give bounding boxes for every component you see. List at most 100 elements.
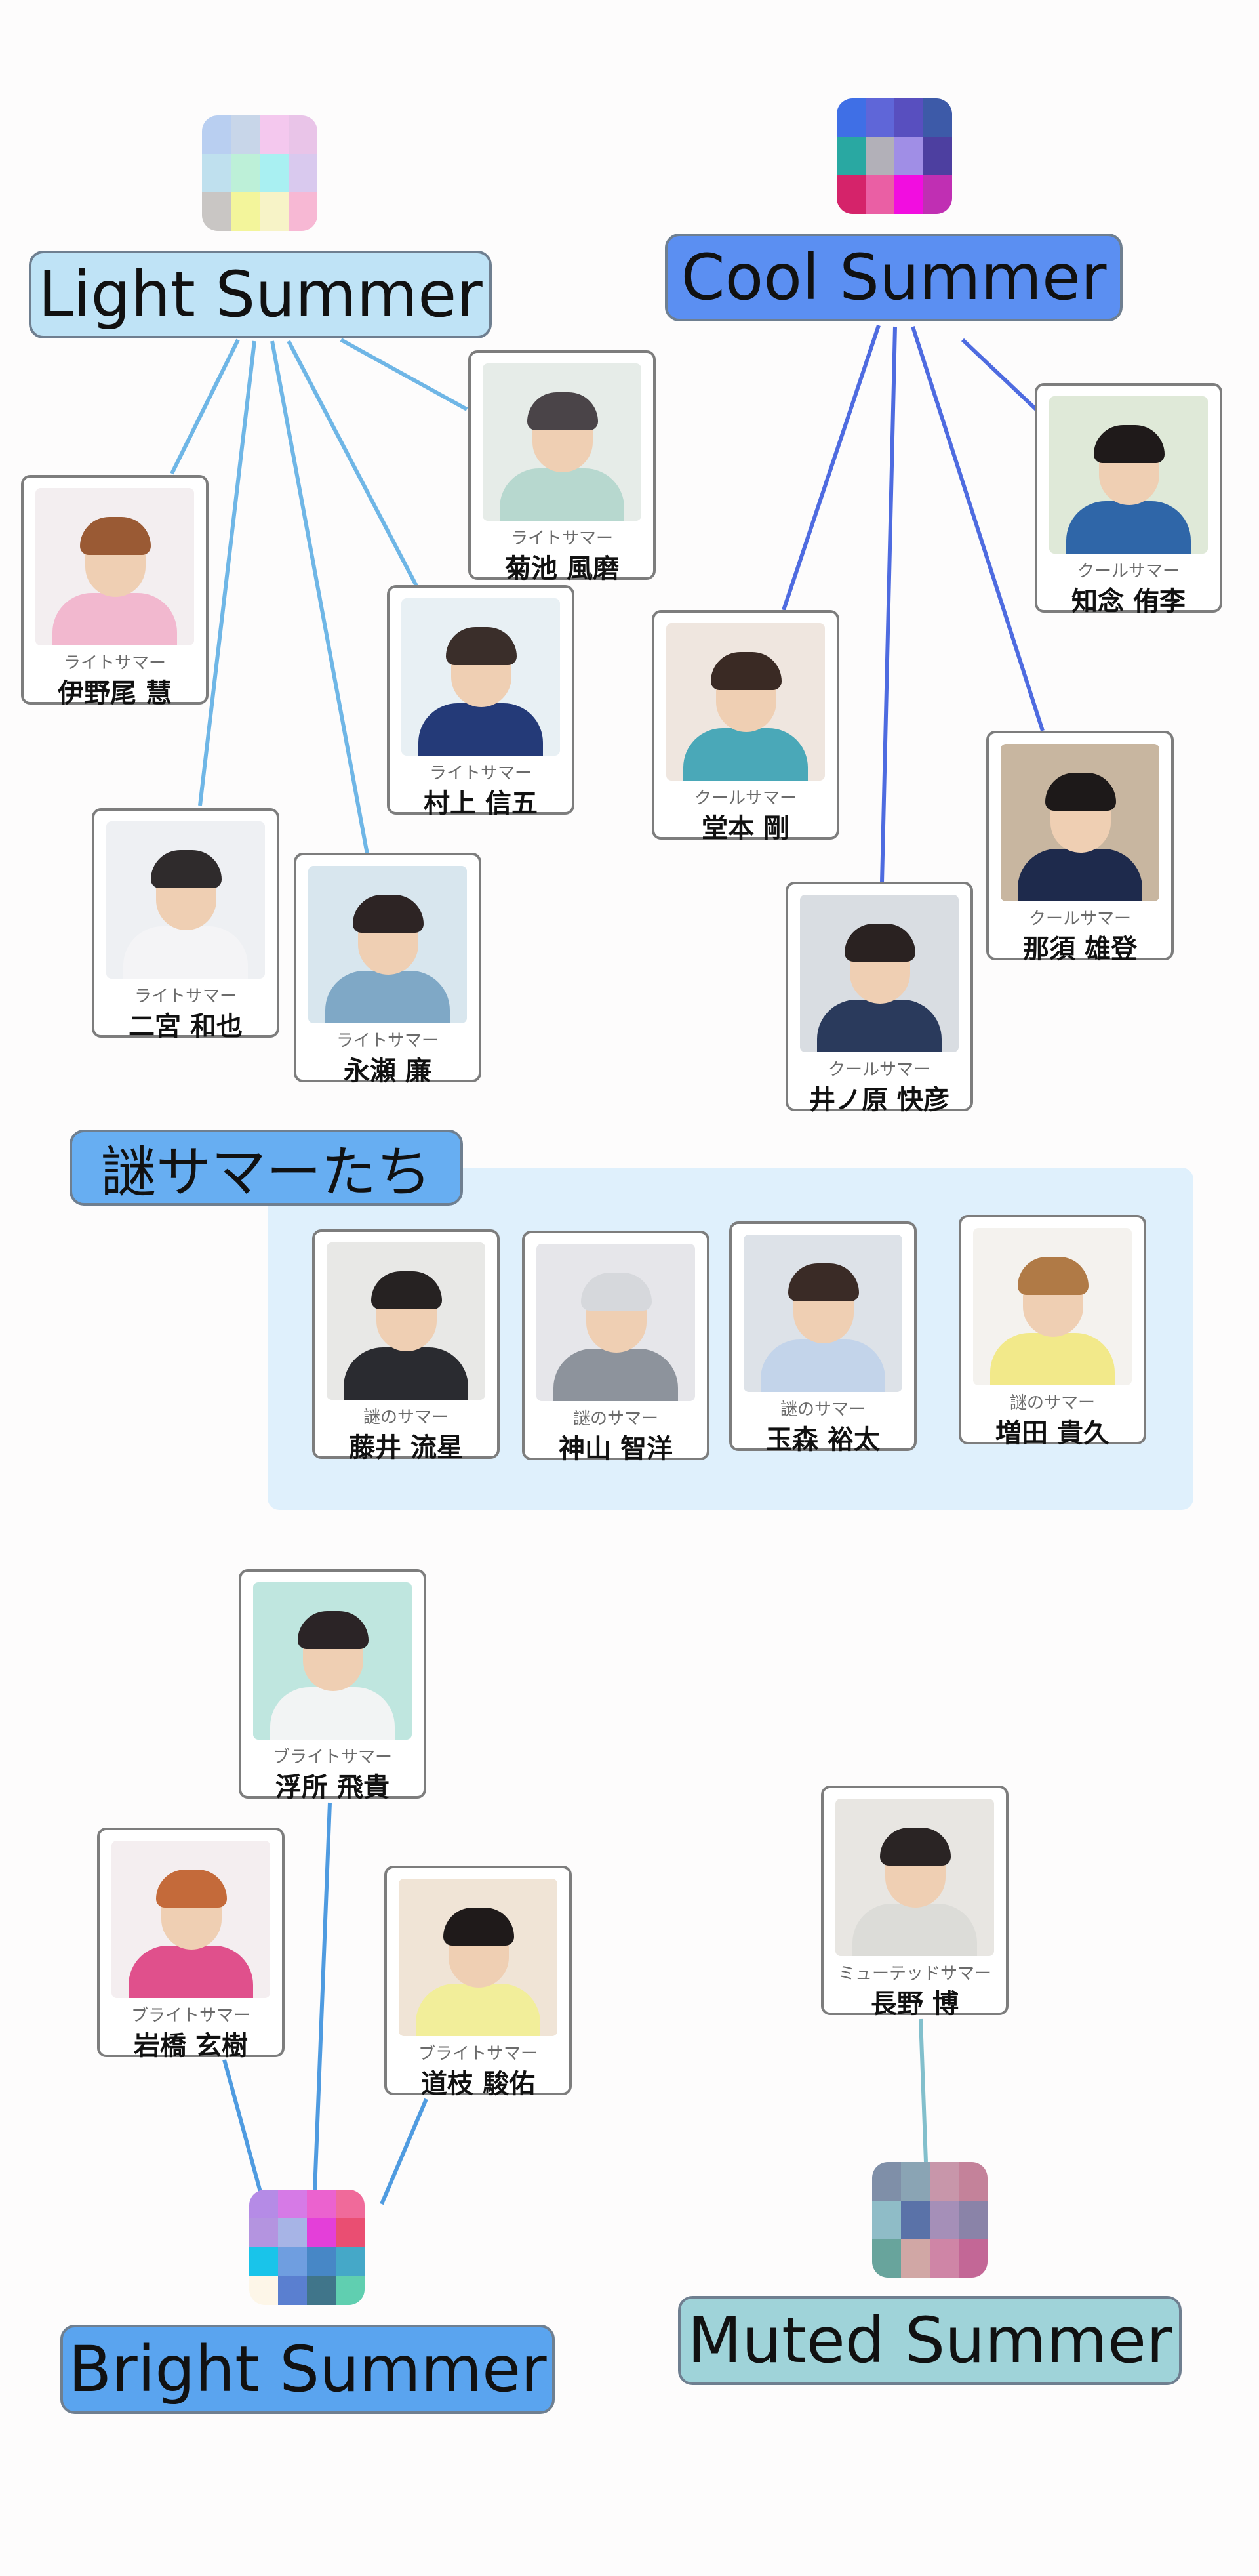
bright-summer-connectors [222,1802,428,2205]
palette-cell [923,98,952,137]
member-type-label: 謎のサマー [572,1409,658,1429]
palette-cell [336,2276,365,2305]
member-type-label: ライトサマー [134,987,237,1006]
palette-cell [872,2239,901,2278]
palette-cell [260,192,289,231]
palette-cell [307,2276,336,2305]
palette-cell [260,115,289,154]
palette-cell [231,153,260,193]
connector-nasu [911,326,1045,731]
member-photo [973,1228,1132,1385]
member-name: 那須 雄登 [1023,934,1137,964]
palette-cell [278,2218,307,2247]
palette-cell [837,136,866,176]
member-card-nagase: ライトサマー 永瀬 廉 [294,853,481,1086]
palette-cell [923,175,952,214]
bright-summer-label: Bright Summer [60,2325,555,2414]
member-name: 井ノ原 快彦 [809,1085,949,1115]
palette-cell [837,175,866,214]
member-card-domoto: クールサマー 堂本 剛 [652,610,839,844]
muted-summer-label: Muted Summer [678,2296,1182,2385]
cool-summer-palette-icon [837,98,952,214]
member-name: 玉森 裕太 [766,1425,880,1455]
member-type-label: 謎のサマー [1009,1393,1095,1413]
member-type-label: ライトサマー [510,529,613,548]
palette-cell [278,2247,307,2276]
connector-chinen [961,338,1038,411]
member-type-label: クールサマー [1077,562,1180,581]
palette-cell [202,115,231,154]
member-type-label: クールサマー [828,1060,930,1080]
palette-cell [249,2218,278,2247]
member-photo [666,623,825,781]
palette-cell [231,192,260,231]
member-type-label: ブライトサマー [130,2006,250,2026]
palette-cell [336,2247,365,2276]
member-card-kamiyama: 謎のサマー 神山 智洋 [522,1231,709,1464]
connector-domoto [782,325,881,611]
palette-cell [289,153,317,193]
palette-cell [289,115,317,154]
connector-iwahashi [222,2059,263,2195]
member-card-murakami: ライトサマー 村上 信五 [387,585,574,819]
cool-summer-label: Cool Summer [665,234,1123,321]
connector-nagase [270,340,369,855]
member-name: 永瀬 廉 [344,1056,431,1086]
palette-cell [336,2190,365,2218]
member-photo [308,866,467,1023]
member-photo [800,895,959,1052]
palette-cell [894,175,923,214]
palette-cell [872,2200,901,2239]
member-name: 神山 智洋 [559,1434,673,1464]
palette-cell [202,192,231,231]
palette-cell [930,2162,959,2201]
member-card-michieda: ブライトサマー 道枝 駿佑 [384,1866,572,2099]
connector-nagano [919,2018,928,2163]
member-type-label: ブライトサマー [272,1748,392,1767]
member-card-nasu: クールサマー 那須 雄登 [986,731,1174,964]
member-photo [327,1242,485,1400]
member-name: 二宮 和也 [129,1012,243,1042]
palette-cell [872,2162,901,2201]
member-card-masuda: 謎のサマー 増田 貴久 [959,1215,1146,1448]
member-card-fujii: 謎のサマー 藤井 流星 [312,1229,500,1463]
member-card-ninomiya: ライトサマー 二宮 和也 [92,808,279,1042]
member-photo [106,821,265,979]
member-card-ino: ライトサマー 伊野尾 慧 [21,475,209,708]
member-name: 知念 侑李 [1071,586,1186,617]
member-name: 堂本 剛 [702,813,789,844]
connector-michieda [380,2098,428,2205]
member-name: 伊野尾 慧 [58,678,172,708]
palette-cell [959,2239,988,2278]
palette-cell [289,192,317,231]
palette-cell [901,2162,930,2201]
palette-cell [249,2276,278,2305]
light-summer-connectors [170,338,468,855]
member-card-tamamori: 謎のサマー 玉森 裕太 [729,1221,917,1455]
palette-cell [231,115,260,154]
palette-cell [278,2276,307,2305]
muted-summer-palette-icon [872,2162,988,2278]
connector-ukisho [313,1802,332,2192]
palette-cell [959,2200,988,2239]
member-photo [1001,744,1159,901]
connector-ino [170,338,240,475]
palette-cell [260,153,289,193]
member-card-inohara: クールサマー 井ノ原 快彦 [786,882,973,1115]
member-photo [744,1235,902,1392]
member-name: 長野 博 [871,1989,959,2019]
member-type-label: ライトサマー [63,653,166,673]
member-type-label: 謎のサマー [363,1408,449,1427]
palette-cell [930,2200,959,2239]
member-photo [835,1799,994,1956]
member-photo [111,1841,270,1998]
palette-cell [202,153,231,193]
palette-cell [959,2162,988,2201]
palette-cell [923,136,952,176]
palette-cell [307,2247,336,2276]
member-type-label: ミューテッドサマー [837,1964,991,1984]
palette-cell [837,98,866,137]
palette-cell [894,136,923,176]
member-name: 浮所 飛貴 [275,1772,390,1803]
member-type-label: ライトサマー [429,764,532,783]
